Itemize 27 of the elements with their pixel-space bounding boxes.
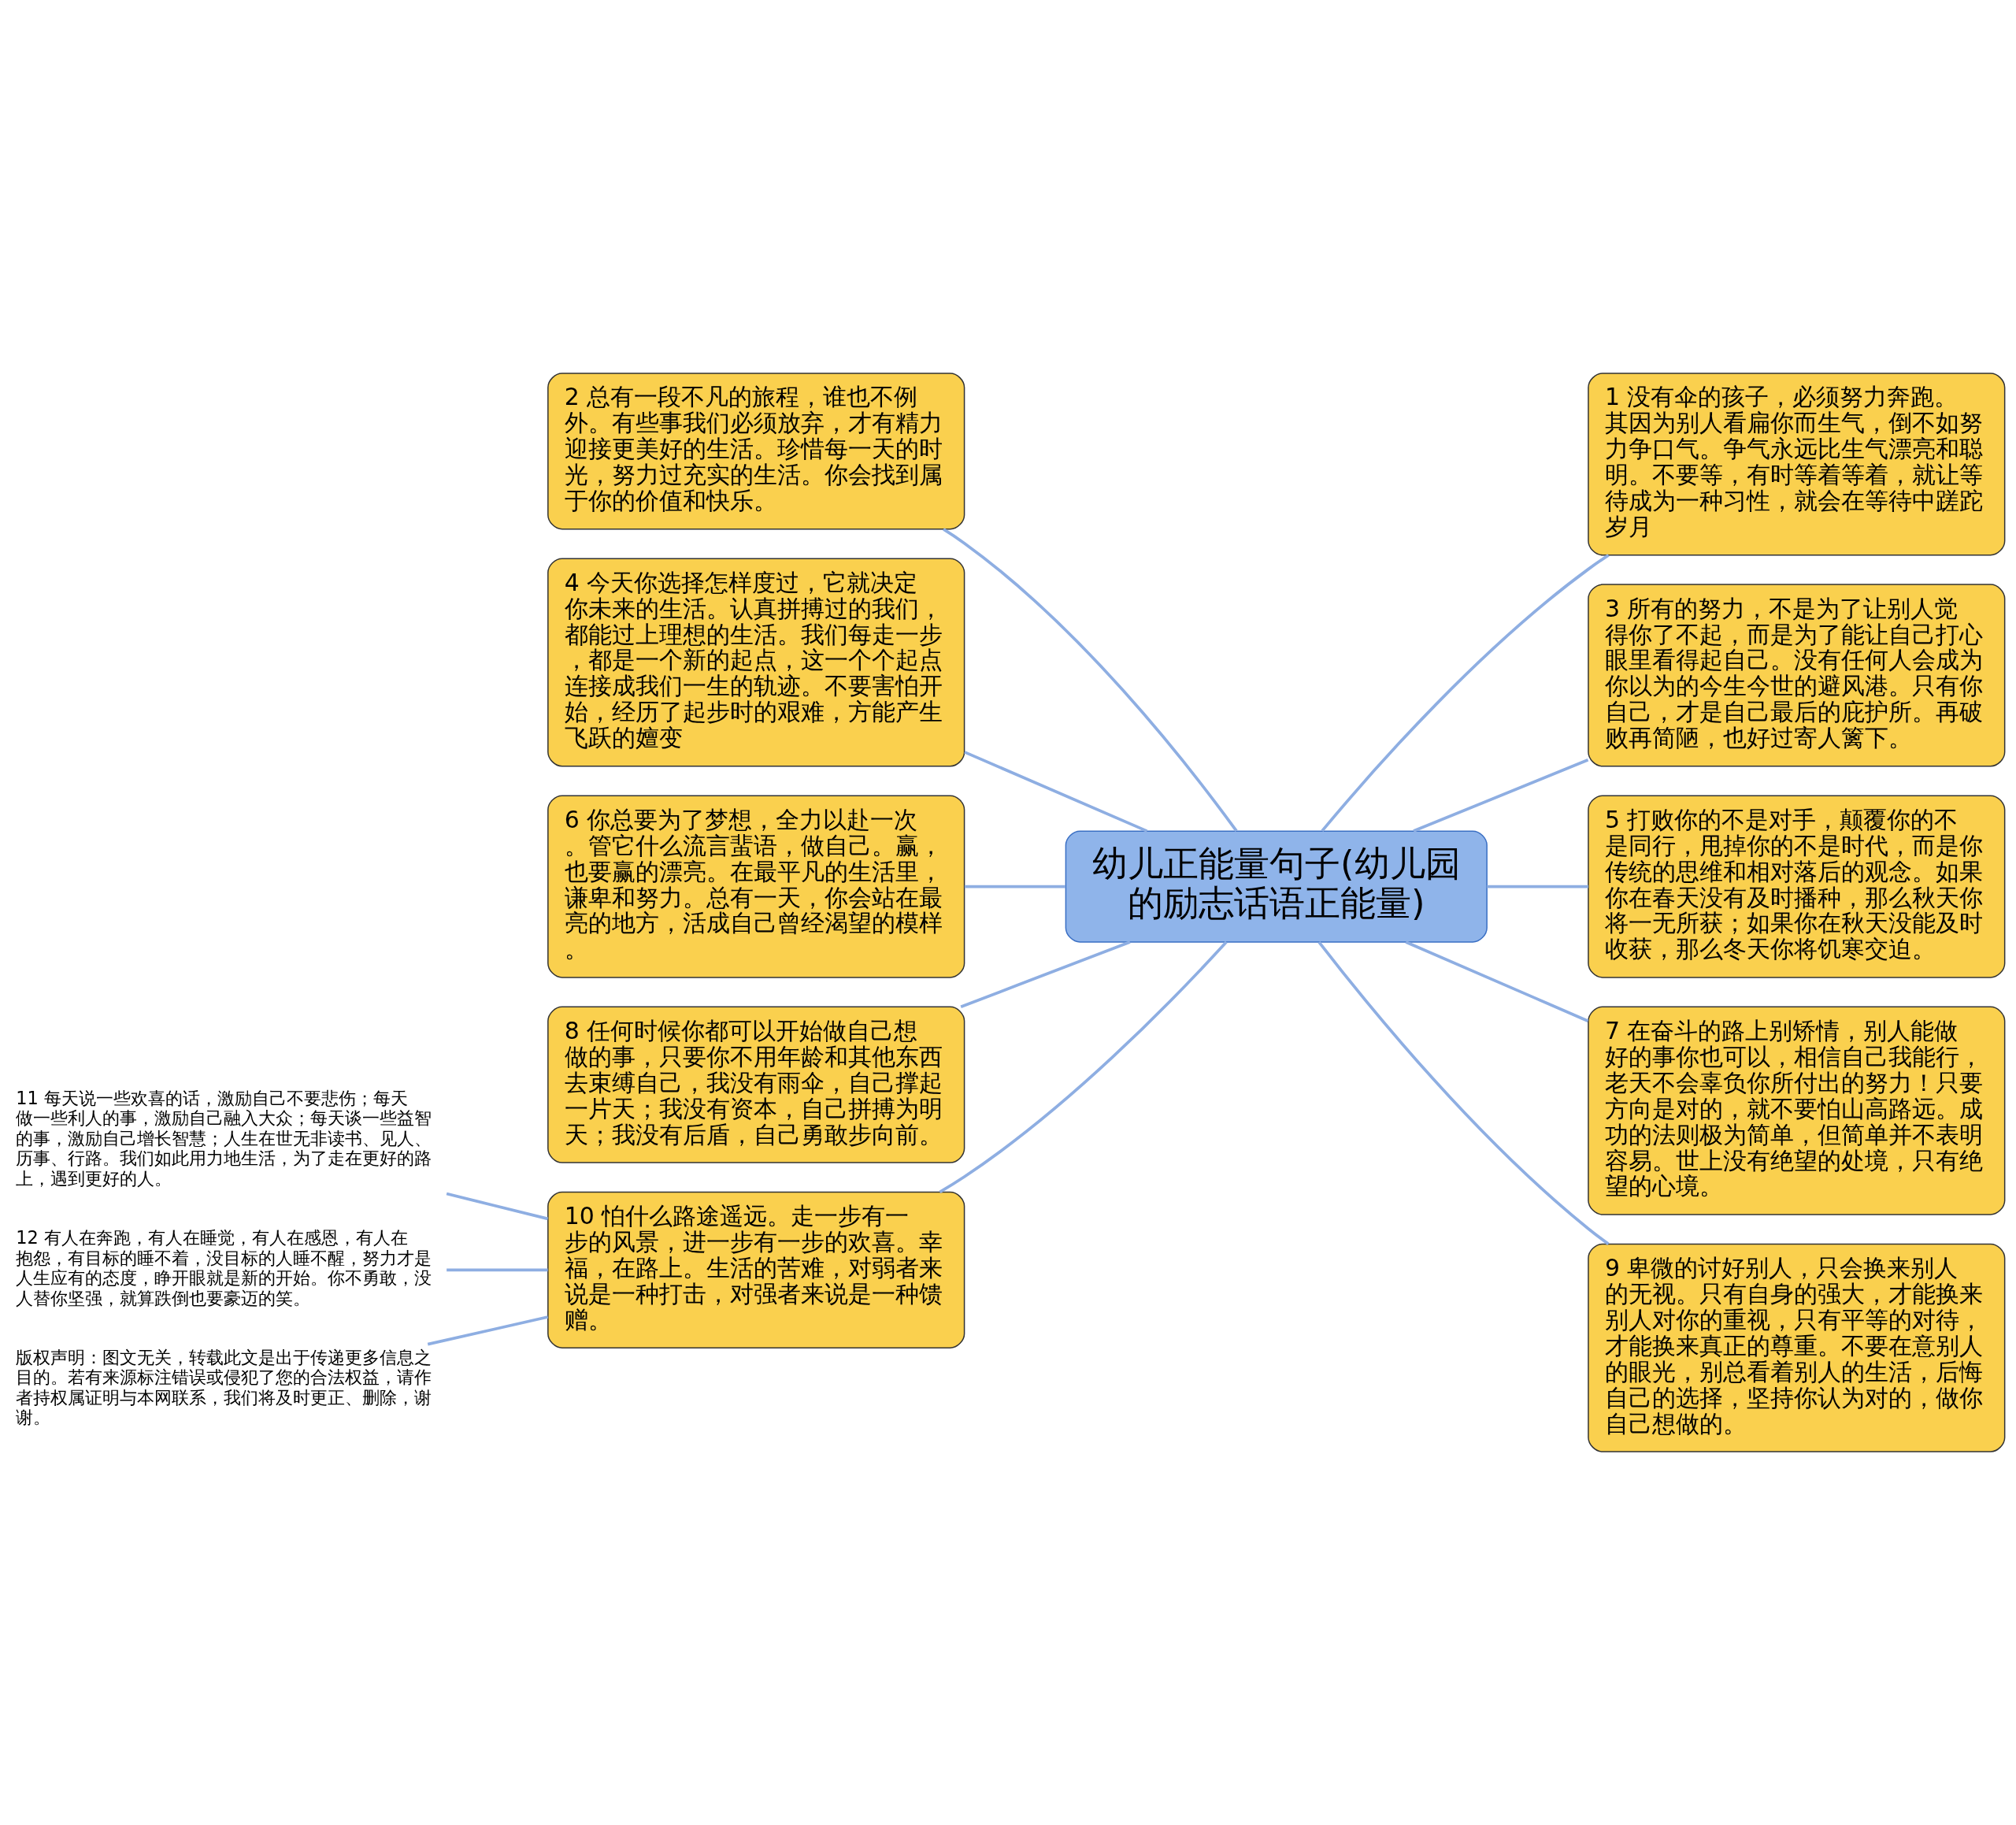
- node-box: 7 在奋斗的路上别矫情，别人能做好的事你也可以，相信自己我能行，老天不会辜负你所付出的努力！只要方向是对的，就不要怕山高路远。成功的法则极为简单，但简单并不表明容易。世上没有绝望的处境，只有绝望的心境。: [1588, 1006, 2006, 1215]
- node-box: 5 打败你的不是对手，颠覆你的不是同行，甩掉你的不是时代，而是你传统的思维和相对落后的观念。如果你在春天没有及时播种，那么秋天你将一无所获；如果你在秋天没能及时收获，那么冬天你将饥寒交迫。: [1588, 795, 2006, 978]
- connector: [427, 1315, 549, 1346]
- node-box: 1 没有伞的孩子，必须努力奔跑。其因为别人看扁你而生气，倒不如努力争口气。争气永远比生气漂亮和聪明。不要等，有时等着等着，就让等待成为一种习性，就会在等待中蹉跎岁月: [1588, 373, 2006, 556]
- node-box: 10 怕什么路途遥远。走一步有一步的风景，进一步有一步的欢喜。幸福，在路上。生活的苦难，对弱者来说是一种打击，对强者来说是一种馈赠。: [547, 1191, 965, 1348]
- connector: [960, 940, 1131, 1008]
- node-text: 11 每天说一些欢喜的话，激励自己不要悲伤；每天做一些利人的事，激励自己融入大众；每天谈一些益智的事，激励自己增长智慧；人生在世无非读书、见人、历事、行路。我们如此用力地生活，为了走在更好的路上，遇到更好的人。: [16, 1087, 432, 1189]
- node-box: 3 所有的努力，不是为了让别人觉得你了不起，而是为了能让自己打心眼里看得起自己。没有任何人会成为你以为的今生今世的避风港。只有你自己，才是自己最后的庇护所。再破败再简陋，也好过寄人篱下。: [1588, 584, 2006, 767]
- connector: [964, 885, 1066, 888]
- connector: [1317, 940, 1610, 1245]
- node-text: 12 有人在奔跑，有人在睡觉，有人在感恩，有人在抱怨，有目标的睡不着，没目标的人睡不醒，努力才是人生应有的态度，睁开眼就是新的开始。你不勇敢，没人替你坚强，就算跌倒也要豪迈的笑。: [16, 1227, 432, 1308]
- connector: [964, 751, 1148, 833]
- connector: [447, 1268, 548, 1272]
- node-box: 8 任何时候你都可以开始做自己想做的事，只要你不用年龄和其他东西去束缚自己，我没有雨伞，自己撑起一片天；我没有资本，自己拼搏为明天；我没有后盾，自己勇敢步向前。: [547, 1006, 965, 1163]
- node-box: 6 你总要为了梦想，全力以赴一次。管它什么流言蜚语，做自己。赢，也要赢的漂亮。在最平凡的生活里，谦卑和努力。总有一天，你会站在最亮的地方，活成自己曾经渴望的模样。: [547, 795, 965, 978]
- node-box: 幼儿正能量句子(幼儿园的励志话语正能量): [1065, 830, 1488, 943]
- connector: [939, 940, 1228, 1193]
- connector: [943, 528, 1238, 833]
- connector: [446, 1192, 549, 1221]
- connector: [1405, 940, 1589, 1022]
- node-text: 版权声明：图文无关，转载此文是出于传递更多信息之目的。若有来源标注错误或侵犯了您的合法权益，请作者持权属证明与本网联系，我们将及时更正、删除，谢谢。: [16, 1346, 432, 1428]
- connector: [1321, 554, 1610, 833]
- node-box: 9 卑微的讨好别人，只会换来别人的无视。只有自身的强大，才能换来别人对你的重视，只有平等的对待，才能换来真正的尊重。不要在意别人的眼光，别总看着别人的生活，后悔自己的选择，坚持你认为对的，做你自己想做的。: [1588, 1243, 2006, 1452]
- connector: [1413, 759, 1589, 833]
- node-box: 2 总有一段不凡的旅程，谁也不例外。有些事我们必须放弃，才有精力迎接更美好的生活。珍惜每一天的时光，努力过充实的生活。你会找到属于你的价值和快乐。: [547, 373, 965, 530]
- connector: [1487, 885, 1588, 888]
- node-box: 4 今天你选择怎样度过，它就决定你未来的生活。认真拼搏过的我们，都能过上理想的生活。我们每走一步，都是一个新的起点，这一个个起点连接成我们一生的轨迹。不要害怕开始，经历了起步时的艰难，方能产生飞跃的嬗变: [547, 558, 965, 767]
